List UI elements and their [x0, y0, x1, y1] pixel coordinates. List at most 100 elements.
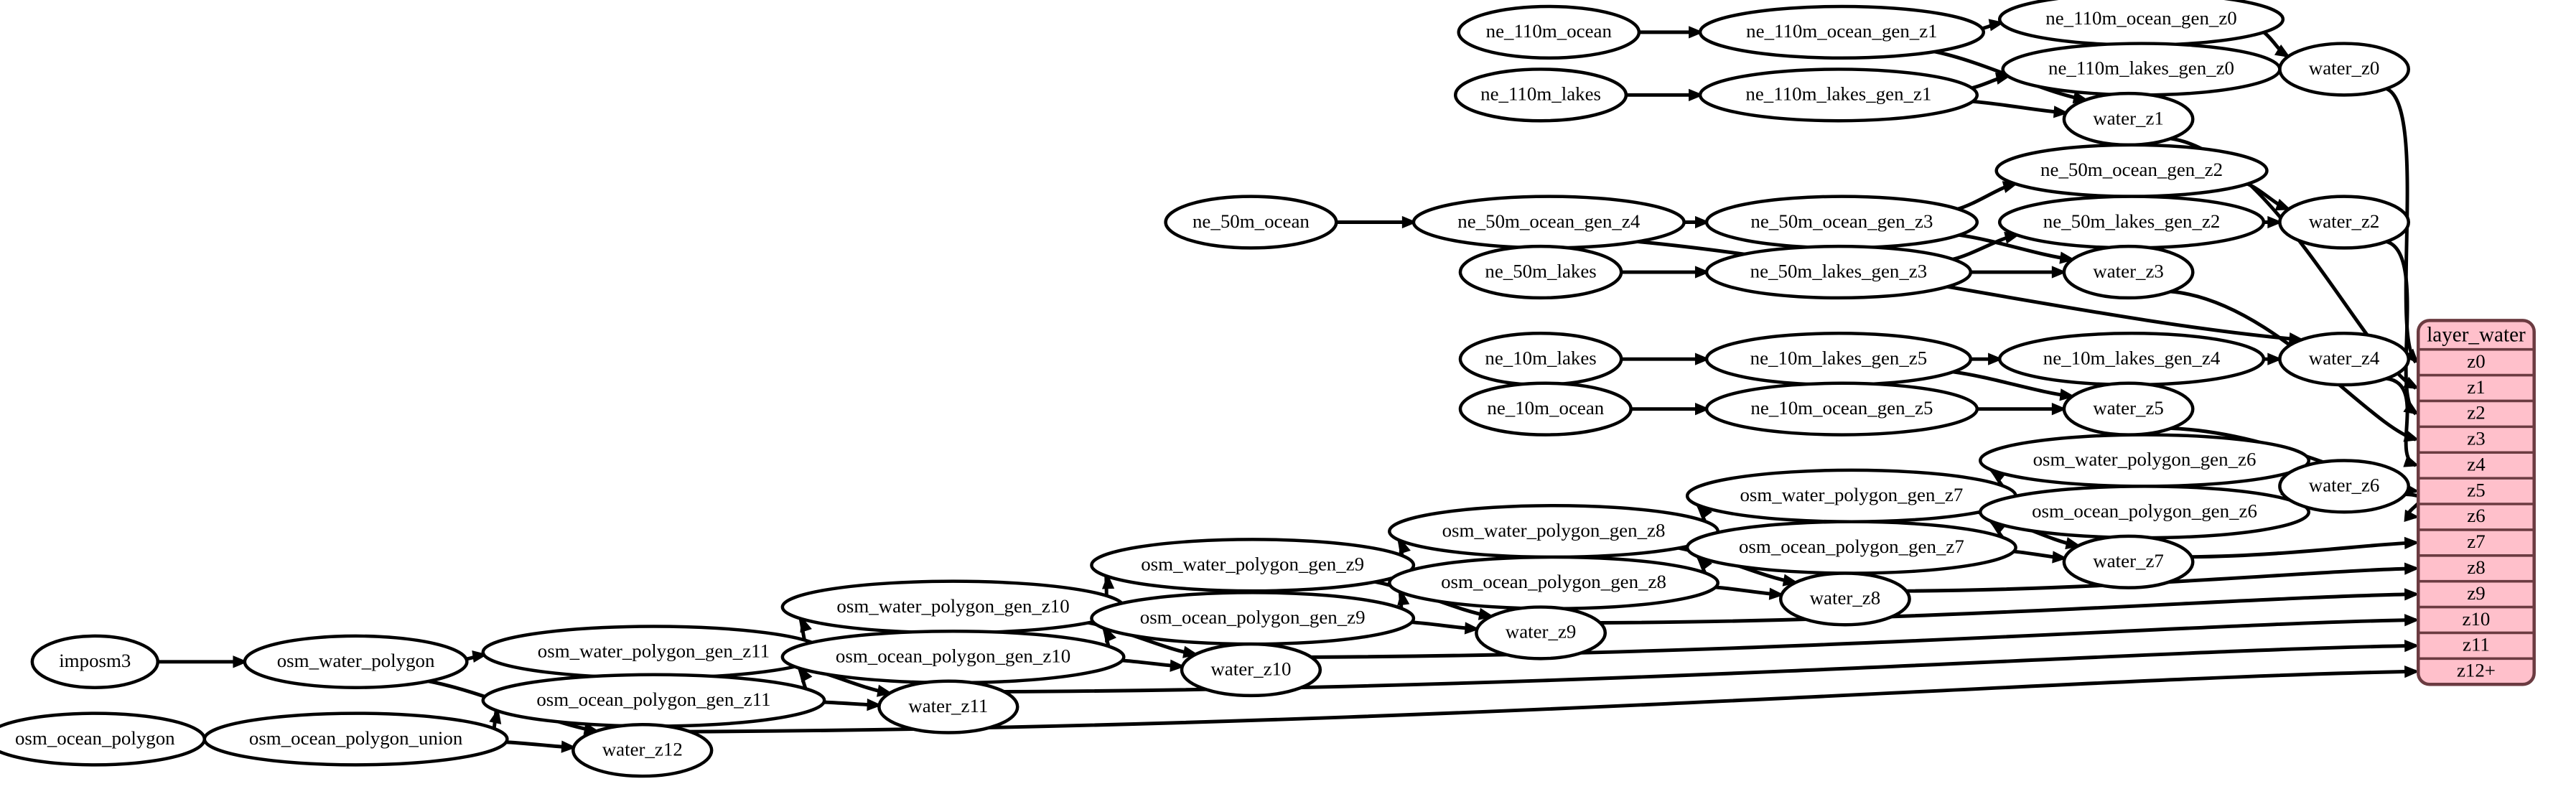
node-ne_50m_ocean[interactable]: ne_50m_ocean: [1164, 195, 1338, 250]
node-water_z5[interactable]: water_z5: [2062, 381, 2195, 436]
table-row-z0[interactable]: z0: [2467, 350, 2485, 372]
node-label: water_z6: [2309, 475, 2380, 496]
node-ne_110m_lakes_gen_z1[interactable]: ne_110m_lakes_gen_z1: [1698, 67, 1979, 123]
node-osm_water_polygon_gen_z9[interactable]: osm_water_polygon_gen_z9: [1090, 538, 1416, 593]
node-ellipse: [2278, 332, 2411, 387]
edge-ne_110m_lakes_gen_z1--to--water_z1: [1971, 99, 2066, 115]
node-ellipse: [1778, 571, 1911, 627]
node-water_z3[interactable]: water_z3: [2062, 244, 2195, 300]
node-label: ne_10m_lakes_gen_z4: [2043, 347, 2221, 368]
node-ellipse: [1458, 244, 1623, 300]
node-ne_110m_lakes_gen_z0[interactable]: ne_110m_lakes_gen_z0: [2001, 42, 2282, 97]
node-label: ne_10m_ocean_gen_z5: [1750, 397, 1933, 419]
table-row-z10[interactable]: z10: [2463, 608, 2491, 630]
node-label: ne_110m_ocean_gen_z1: [1746, 20, 1937, 42]
table-row-z12+[interactable]: z12+: [2457, 660, 2496, 681]
node-ne_110m_ocean_gen_z0[interactable]: ne_110m_ocean_gen_z0: [1998, 0, 2285, 47]
node-water_z8[interactable]: water_z8: [1778, 571, 1911, 627]
node-ne_50m_ocean_gen_z3[interactable]: ne_50m_ocean_gen_z3: [1704, 195, 1979, 250]
edge-arrowhead: [1768, 587, 1785, 600]
node-water_z11[interactable]: water_z11: [877, 679, 1019, 734]
node-label: ne_110m_ocean: [1486, 20, 1613, 42]
edge-arrowhead: [233, 655, 248, 668]
node-water_z2[interactable]: water_z2: [2278, 195, 2411, 250]
node-osm_ocean_polygon_gen_z10[interactable]: osm_ocean_polygon_gen_z10: [780, 629, 1126, 685]
table-row-z1[interactable]: z1: [2467, 376, 2485, 398]
table-row-z8[interactable]: z8: [2467, 556, 2485, 578]
node-ne_10m_lakes_gen_z5[interactable]: ne_10m_lakes_gen_z5: [1704, 332, 1973, 387]
node-label: osm_water_polygon_gen_z11: [538, 640, 770, 662]
node-water_z9[interactable]: water_z9: [1475, 605, 1607, 660]
node-osm_ocean_polygon[interactable]: osm_ocean_polygon: [0, 711, 206, 767]
node-water_z6[interactable]: water_z6: [2278, 459, 2411, 514]
table-row-z5[interactable]: z5: [2467, 479, 2485, 500]
node-label: water_z4: [2309, 347, 2380, 368]
table-row-z11[interactable]: z11: [2463, 634, 2490, 655]
node-ne_110m_ocean_gen_z1[interactable]: ne_110m_ocean_gen_z1: [1698, 4, 1986, 60]
node-label: osm_water_polygon_gen_z10: [836, 595, 1069, 617]
node-osm_water_polygon_gen_z7[interactable]: osm_water_polygon_gen_z7: [1685, 468, 2017, 523]
node-osm_water_polygon[interactable]: osm_water_polygon: [243, 634, 469, 689]
node-label: water_z3: [2093, 260, 2164, 281]
node-ne_10m_ocean_gen_z5[interactable]: ne_10m_ocean_gen_z5: [1704, 381, 1979, 436]
layer-water-table: layer_waterz0z1z2z3z4z5z6z7z8z9z10z11z12…: [2416, 319, 2536, 686]
node-water_z4[interactable]: water_z4: [2278, 332, 2411, 387]
node-osm_water_polygon_gen_z6[interactable]: osm_water_polygon_gen_z6: [1979, 433, 2310, 488]
node-water_z7[interactable]: water_z7: [2062, 534, 2195, 589]
node-ne_110m_ocean[interactable]: ne_110m_ocean: [1457, 4, 1641, 60]
table-row-z3[interactable]: z3: [2467, 428, 2485, 449]
edge-arrowhead: [2274, 198, 2292, 211]
node-water_z10[interactable]: water_z10: [1180, 642, 1322, 698]
node-ne_10m_lakes_gen_z4[interactable]: ne_10m_lakes_gen_z4: [1997, 332, 2266, 387]
node-label: ne_50m_lakes: [1485, 260, 1596, 281]
edge-water_z12--to--layer_water-z12+: [689, 669, 2416, 734]
edge-arrowhead: [2403, 455, 2419, 467]
edge-water_z2--to--layer_water-z2: [2385, 240, 2417, 416]
node-osm_ocean_polygon_union[interactable]: osm_ocean_polygon_union: [202, 711, 509, 767]
node-ellipse: [1180, 642, 1322, 698]
node-label: osm_ocean_polygon_gen_z8: [1441, 571, 1666, 592]
table-row-z2[interactable]: z2: [2467, 402, 2485, 424]
table-row-z7[interactable]: z7: [2467, 531, 2485, 552]
table-row-z9[interactable]: z9: [2467, 582, 2485, 604]
node-label: water_z5: [2093, 397, 2164, 419]
node-label: ne_10m_lakes_gen_z5: [1750, 347, 1928, 368]
edge-arrowhead: [2404, 665, 2420, 678]
node-label: ne_110m_lakes_gen_z0: [2048, 57, 2234, 79]
node-osm_water_polygon_gen_z11[interactable]: osm_water_polygon_gen_z11: [481, 625, 826, 680]
node-ne_50m_lakes_gen_z3[interactable]: ne_50m_lakes_gen_z3: [1704, 244, 1973, 300]
edge-arrowhead: [2267, 353, 2283, 365]
node-water_z0[interactable]: water_z0: [2278, 42, 2411, 97]
node-label: ne_50m_lakes_gen_z2: [2043, 210, 2221, 232]
table-row-z4[interactable]: z4: [2467, 453, 2486, 475]
node-osm_ocean_polygon_gen_z7[interactable]: osm_ocean_polygon_gen_z7: [1685, 520, 2017, 575]
edge-arrowhead: [1694, 403, 1710, 416]
node-ne_50m_ocean_gen_z2[interactable]: ne_50m_ocean_gen_z2: [1994, 143, 2269, 198]
node-osm_ocean_polygon_gen_z8[interactable]: osm_ocean_polygon_gen_z8: [1388, 555, 1719, 611]
edge-arrowhead: [2404, 536, 2420, 550]
node-osm_ocean_polygon_gen_z11[interactable]: osm_ocean_polygon_gen_z11: [481, 673, 826, 728]
node-ne_50m_lakes[interactable]: ne_50m_lakes: [1458, 244, 1623, 300]
node-ne_10m_ocean[interactable]: ne_10m_ocean: [1458, 381, 1633, 436]
node-ne_50m_ocean_gen_z4[interactable]: ne_50m_ocean_gen_z4: [1411, 195, 1686, 250]
table-row-z6[interactable]: z6: [2467, 505, 2485, 526]
node-osm_ocean_polygon_gen_z6[interactable]: osm_ocean_polygon_gen_z6: [1979, 485, 2310, 540]
node-ne_50m_lakes_gen_z2[interactable]: ne_50m_lakes_gen_z2: [1997, 195, 2266, 250]
node-imposm3[interactable]: imposm3: [30, 634, 160, 689]
node-label: osm_ocean_polygon_gen_z9: [1140, 607, 1366, 628]
node-ne_10m_lakes[interactable]: ne_10m_lakes: [1458, 332, 1623, 387]
node-ellipse: [202, 711, 509, 767]
node-label: osm_ocean_polygon_gen_z7: [1739, 536, 1964, 557]
node-label: ne_50m_lakes_gen_z3: [1750, 260, 1928, 281]
node-water_z12[interactable]: water_z12: [571, 723, 714, 778]
node-water_z1[interactable]: water_z1: [2062, 91, 2195, 147]
node-osm_water_polygon_gen_z10[interactable]: osm_water_polygon_gen_z10: [780, 579, 1126, 635]
edge-arrowhead: [1401, 215, 1417, 229]
node-ellipse: [1457, 4, 1641, 60]
node-osm_water_polygon_gen_z8[interactable]: osm_water_polygon_gen_z8: [1388, 504, 1719, 559]
edge-arrowhead: [1694, 215, 1710, 229]
edge-arrowhead: [2404, 588, 2420, 601]
node-osm_ocean_polygon_gen_z9[interactable]: osm_ocean_polygon_gen_z9: [1090, 591, 1416, 646]
node-label: ne_50m_ocean_gen_z2: [2040, 159, 2223, 180]
node-ne_110m_lakes[interactable]: ne_110m_lakes: [1453, 67, 1628, 123]
